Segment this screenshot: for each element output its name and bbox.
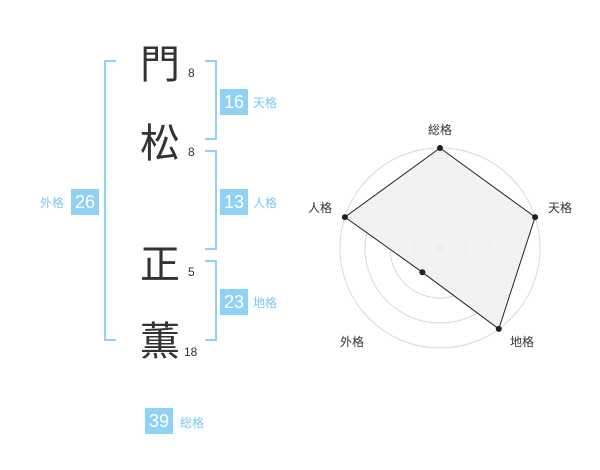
chikaku-label: 地格 [253, 296, 278, 310]
radar-axis-label-gaikaku: 外格 [340, 334, 364, 349]
soukaku-label: 総格 [180, 416, 205, 430]
soukaku-value-badge: 39 [145, 408, 173, 434]
jinkaku-value-badge: 13 [220, 189, 248, 215]
radar-axis-label-tenkaku: 天格 [548, 200, 572, 215]
name-char-1: 門 [140, 42, 180, 88]
radar-axis-label-soukaku: 総格 [428, 122, 452, 137]
gaikaku-label: 外格 [40, 196, 65, 210]
name-char-3: 正 [140, 242, 180, 288]
fortune-radar-chart: 総格 天格 地格 外格 人格 [308, 122, 572, 349]
stroke-count-3: 5 [188, 265, 195, 279]
radar-points [341, 145, 539, 332]
chikaku-bracket [205, 260, 217, 341]
tenkaku-value-badge: 16 [220, 89, 248, 115]
stroke-count-2: 8 [188, 145, 195, 159]
radar-axis-label-chikaku: 地格 [510, 334, 534, 349]
gaikaku-bracket [104, 60, 116, 341]
radar-point-3 [419, 269, 426, 276]
radar-score-polygon [344, 147, 536, 330]
jinkaku-bracket [205, 150, 217, 250]
stroke-count-1: 8 [188, 66, 195, 80]
name-char-2: 松 [140, 121, 180, 167]
jinkaku-label: 人格 [253, 196, 278, 210]
gaikaku-value-badge: 26 [71, 189, 99, 215]
radar-point-2 [495, 325, 502, 332]
stroke-count-4: 18 [184, 345, 198, 359]
name-char-4: 薫 [140, 319, 180, 365]
radar-point-4 [341, 214, 348, 221]
tenkaku-label: 天格 [253, 96, 278, 110]
radar-point-1 [532, 214, 539, 221]
radar-axis-label-jinkaku: 人格 [308, 200, 332, 215]
tenkaku-bracket [205, 60, 217, 140]
radar-point-0 [437, 145, 443, 151]
chikaku-value-badge: 23 [220, 289, 248, 315]
